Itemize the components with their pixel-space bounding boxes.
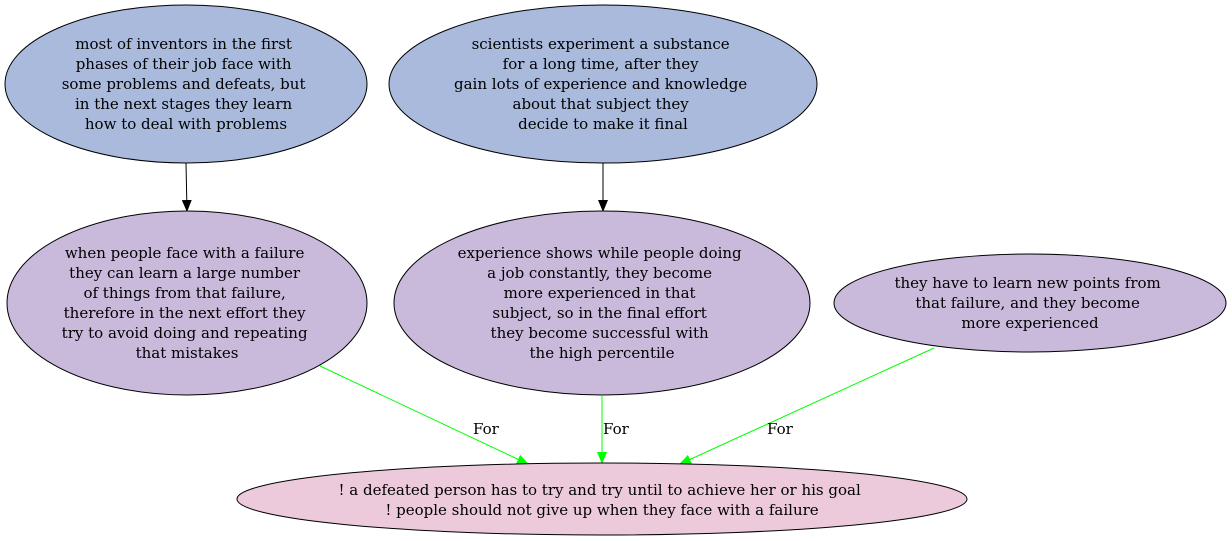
node-failure-learning-shape xyxy=(6,210,368,396)
node-text-line: gain lots of experience and knowledge xyxy=(454,75,747,93)
node-text-line: the high percentile xyxy=(530,344,675,362)
node-experience: experience shows while people doing a jo… xyxy=(393,210,811,396)
node-text-line: about that subject they xyxy=(513,95,690,113)
node-text-line: that mistakes xyxy=(136,344,239,362)
node-conclusion-shape xyxy=(236,462,968,536)
edge-inventors-to-failure-learning xyxy=(181,162,192,212)
node-text-line: how to deal with problems xyxy=(85,115,287,133)
node-text-line: phases of their job face with xyxy=(76,55,292,73)
node-text-line: experience shows while people doing xyxy=(458,244,742,262)
node-conclusion-text: ! a defeated person has to try and try u… xyxy=(338,481,865,519)
node-new-points-shape xyxy=(833,253,1227,353)
node-text-line: some problems and defeats, but xyxy=(62,75,306,93)
node-failure-learning: when people face with a failure they can… xyxy=(6,210,368,396)
edge-label-for-2: For xyxy=(603,420,630,438)
node-text-line: more experienced in that xyxy=(504,284,696,302)
node-text-line: ! a defeated person has to try and try u… xyxy=(338,481,860,499)
node-conclusion: ! a defeated person has to try and try u… xyxy=(236,462,968,536)
node-inventors-shape xyxy=(4,4,368,164)
node-text-line: when people face with a failure xyxy=(65,244,305,262)
node-text-line: they have to learn new points from xyxy=(894,274,1160,292)
node-inventors-text: most of inventors in the first phases of… xyxy=(62,35,311,133)
edge-label-for-3: For xyxy=(767,420,794,438)
nodes: most of inventors in the first phases of… xyxy=(4,4,1227,536)
node-scientists-text: scientists experiment a substance for a … xyxy=(454,35,752,133)
node-text-line: therefore in the next effort they xyxy=(64,304,306,322)
node-text-line: a job constantly, they become xyxy=(487,264,712,282)
node-text-line: for a long time, after they xyxy=(503,55,699,73)
node-text-line: ! people should not give up when they fa… xyxy=(385,501,818,519)
node-text-line: most of inventors in the first xyxy=(75,35,292,53)
node-text-line: subject, so in the final effort xyxy=(492,304,706,322)
edge-new-points-to-conclusion xyxy=(679,347,935,465)
node-text-line: that failure, and they become xyxy=(915,294,1140,312)
edges: For For For xyxy=(181,162,935,465)
node-text-line: decide to make it final xyxy=(518,115,688,133)
node-text-line: they become successful with xyxy=(491,324,709,342)
node-new-points: they have to learn new points from that … xyxy=(833,253,1227,353)
edge-failure-learning-to-conclusion xyxy=(319,365,529,465)
node-text-line: of things from that failure, xyxy=(83,284,285,302)
node-failure-learning-text: when people face with a failure they can… xyxy=(62,244,313,362)
node-scientists: scientists experiment a substance for a … xyxy=(388,4,818,164)
node-inventors: most of inventors in the first phases of… xyxy=(4,4,368,164)
node-text-line: try to avoid doing and repeating xyxy=(62,324,308,342)
node-text-line: they can learn a large number xyxy=(69,264,301,282)
node-new-points-text: they have to learn new points from that … xyxy=(894,274,1165,332)
node-text-line: in the next stages they learn xyxy=(75,95,293,113)
node-text-line: scientists experiment a substance xyxy=(472,35,730,53)
node-scientists-shape xyxy=(388,4,818,164)
node-experience-text: experience shows while people doing a jo… xyxy=(458,244,747,362)
node-text-line: more experienced xyxy=(961,314,1099,332)
edge-label-for-1: For xyxy=(473,420,500,438)
node-experience-shape xyxy=(393,210,811,396)
